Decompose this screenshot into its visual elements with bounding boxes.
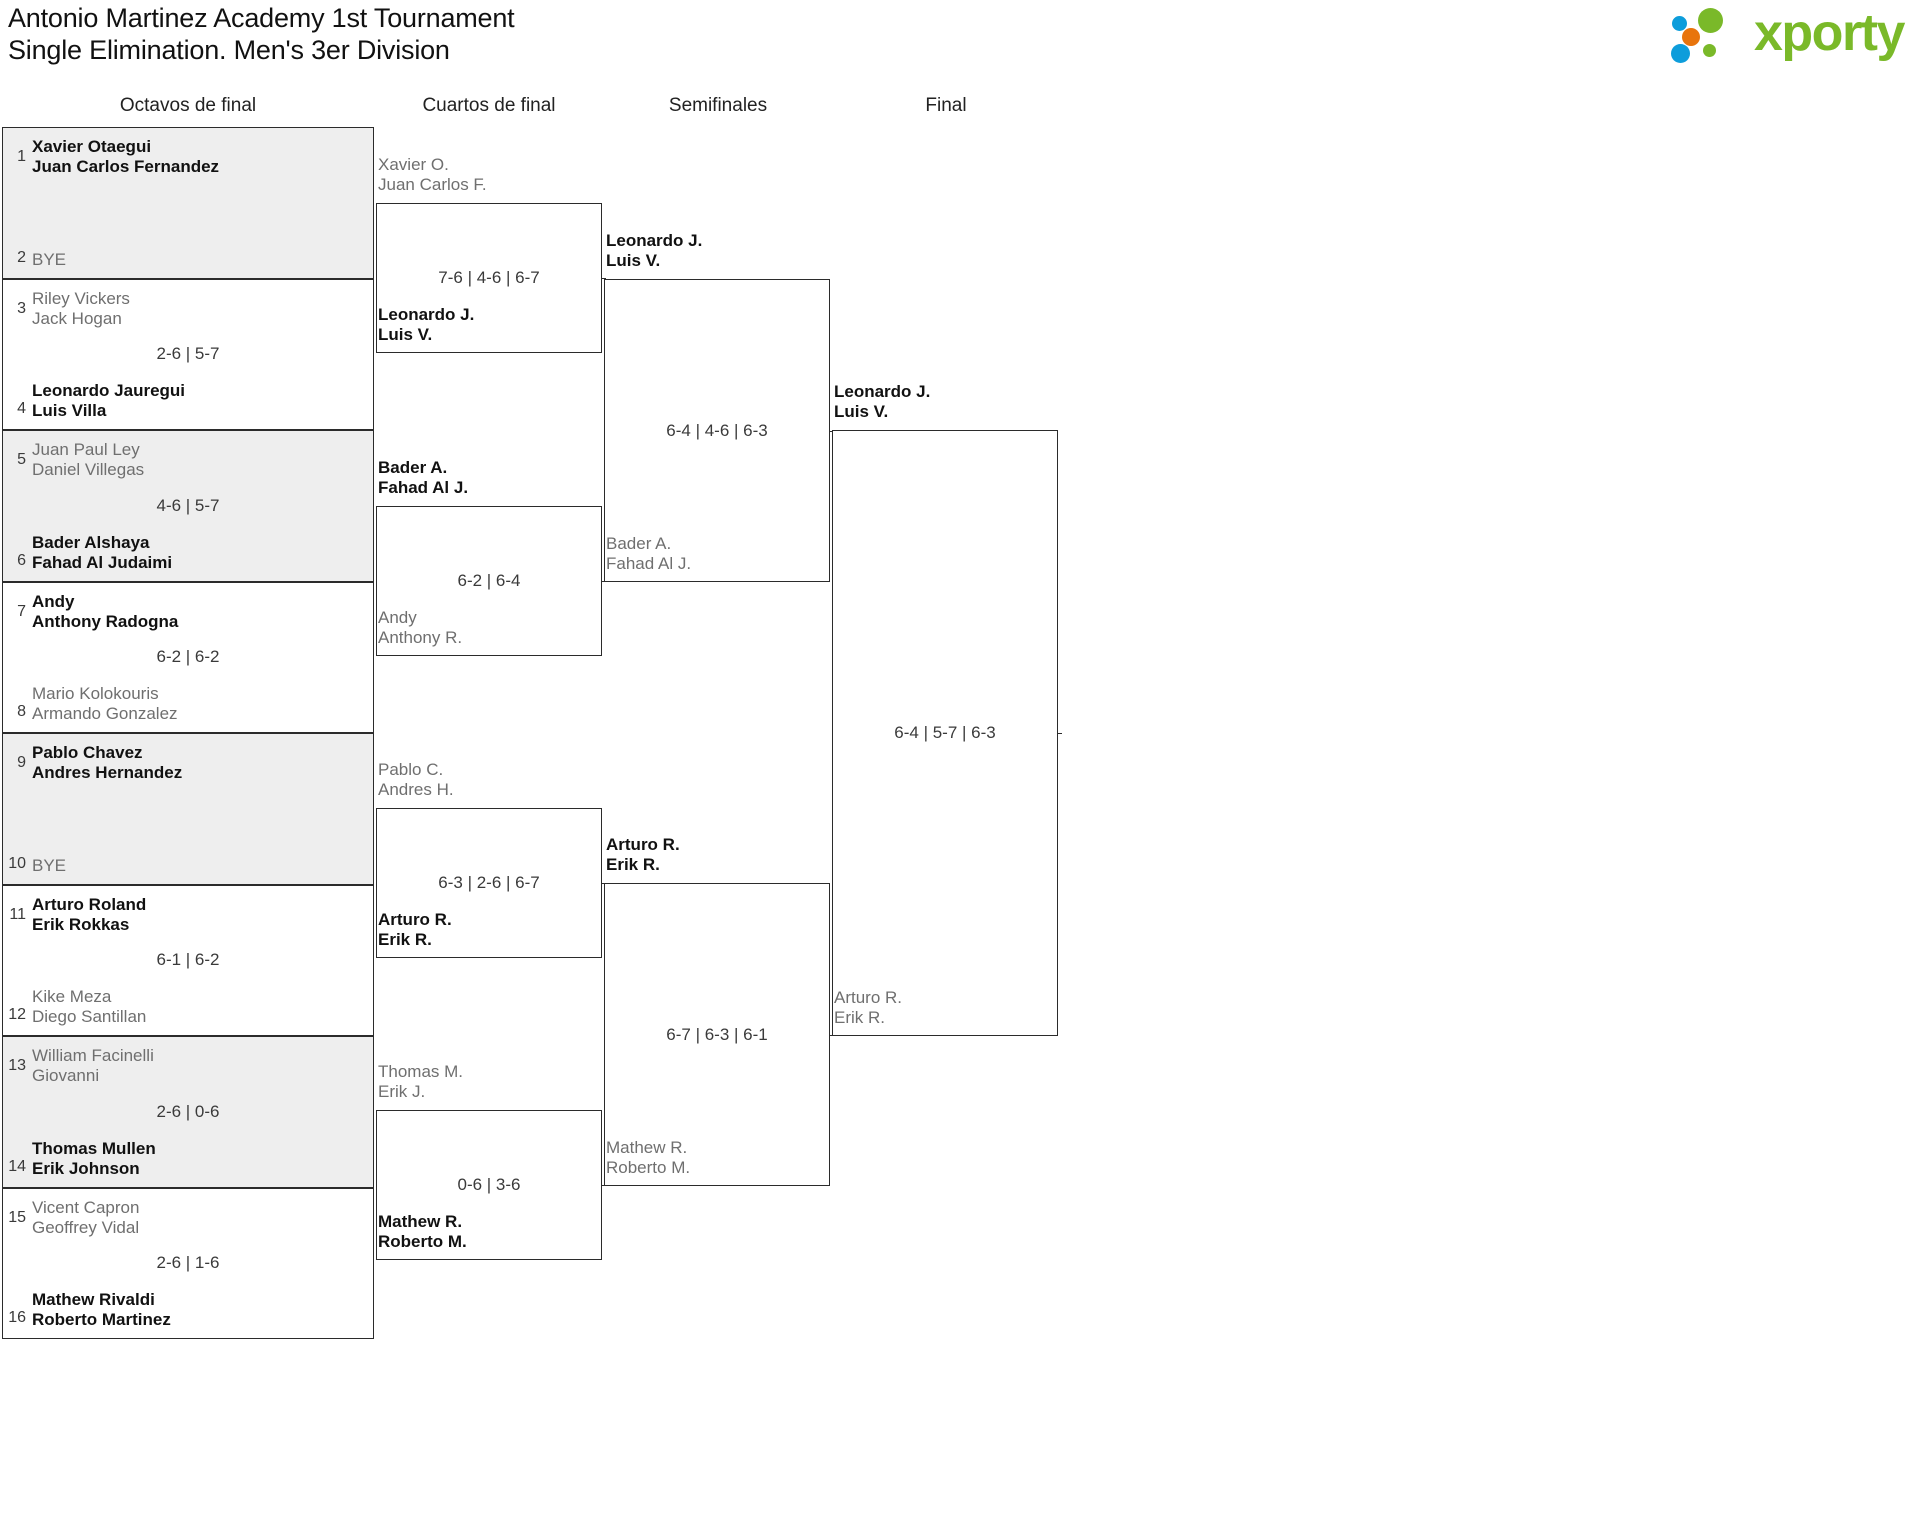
round-header-4: Final bbox=[925, 95, 967, 116]
seed-number-11: 11 bbox=[9, 905, 26, 923]
page-title: Antonio Martinez Academy 1st Tournament … bbox=[8, 2, 1208, 66]
seed-number-12: 12 bbox=[8, 1006, 26, 1023]
seed-number-6: 6 bbox=[17, 551, 26, 569]
seed-number-15: 15 bbox=[8, 1208, 26, 1226]
round3-match-2-team-bottom[interactable]: Mathew R.Roberto M. bbox=[606, 1138, 691, 1177]
seed-number-16: 16 bbox=[8, 1309, 26, 1326]
round1-match-6[interactable] bbox=[2, 884, 374, 1036]
round1-match-8-score: 2-6 | 1-6 bbox=[156, 1253, 220, 1273]
round2-connector-1 bbox=[602, 278, 606, 279]
xporty-logo: xporty bbox=[1670, 4, 1908, 64]
round1-match-7[interactable] bbox=[2, 1036, 374, 1188]
round3-match-1-team-top[interactable]: Leonardo J.Luis V. bbox=[606, 231, 703, 270]
seed-number-2: 2 bbox=[17, 248, 26, 266]
round4-match-1[interactable] bbox=[832, 430, 1058, 1036]
round3-match-1-score: 6-4 | 4-6 | 6-3 bbox=[666, 420, 768, 440]
round4-match-1-team-top[interactable]: Leonardo J.Luis V. bbox=[834, 382, 931, 421]
round1-match-4[interactable] bbox=[2, 581, 374, 733]
round2-match-1-team-bottom[interactable]: Leonardo J.Luis V. bbox=[378, 305, 475, 344]
round2-match-4-score: 0-6 | 3-6 bbox=[457, 1175, 521, 1194]
round3-match-1[interactable] bbox=[604, 279, 830, 582]
seed-number-5: 5 bbox=[17, 451, 26, 468]
seed-number-13: 13 bbox=[8, 1057, 26, 1074]
seed-number-8: 8 bbox=[17, 703, 26, 720]
round4-connector-1 bbox=[1058, 733, 1062, 734]
round2-match-1[interactable] bbox=[376, 203, 602, 353]
round2-match-3[interactable] bbox=[376, 808, 602, 958]
round2-match-2-score: 6-2 | 6-4 bbox=[457, 571, 521, 590]
seed-number-9: 9 bbox=[17, 754, 26, 771]
round2-match-2[interactable] bbox=[376, 506, 602, 656]
round2-match-3-team-top[interactable]: Pablo C.Andres H. bbox=[378, 760, 454, 799]
round1-match-5[interactable] bbox=[2, 733, 374, 885]
tournament-subtitle: Single Elimination. Men's 3er Division bbox=[8, 35, 450, 65]
round2-match-2-team-top[interactable]: Bader A.Fahad Al J. bbox=[378, 458, 469, 497]
round3-match-1-team-bottom[interactable]: Bader A.Fahad Al J. bbox=[606, 534, 692, 573]
round4-match-1-score: 6-4 | 5-7 | 6-3 bbox=[894, 723, 996, 742]
round4-match-1-team-bottom[interactable]: Arturo R.Erik R. bbox=[834, 988, 903, 1027]
round2-match-4-team-top[interactable]: Thomas M.Erik J. bbox=[378, 1062, 464, 1101]
round1-match-5-bye-label: BYE bbox=[32, 855, 67, 875]
round1-match-2-score: 2-6 | 5-7 bbox=[156, 344, 220, 364]
round2-match-3-team-bottom[interactable]: Arturo R.Erik R. bbox=[378, 910, 452, 949]
round1-match-8[interactable] bbox=[2, 1187, 374, 1339]
logo-dot-green-small-icon bbox=[1703, 44, 1716, 57]
round1-match-1[interactable] bbox=[2, 127, 374, 279]
seed-number-7: 7 bbox=[17, 602, 26, 620]
round1-match-7-score: 2-6 | 0-6 bbox=[156, 1101, 220, 1121]
round1-match-4-score: 6-2 | 6-2 bbox=[156, 647, 220, 667]
round2-match-1-score: 7-6 | 4-6 | 6-7 bbox=[438, 268, 540, 287]
round-header-1: Octavos de final bbox=[119, 95, 257, 116]
logo-dot-green-large-icon bbox=[1698, 8, 1723, 33]
seed-number-1: 1 bbox=[17, 148, 26, 165]
round2-match-1-team-top[interactable]: Xavier O.Juan Carlos F. bbox=[378, 155, 487, 194]
round-header-3: Semifinales bbox=[668, 95, 768, 116]
seed-number-14: 14 bbox=[8, 1157, 26, 1175]
round-header-2: Cuartos de final bbox=[422, 95, 556, 116]
logo-wordmark: xporty bbox=[1754, 4, 1905, 62]
round3-match-2[interactable] bbox=[604, 883, 830, 1186]
round2-match-4-team-bottom[interactable]: Mathew R.Roberto M. bbox=[378, 1212, 467, 1251]
logo-dot-blue-large-icon bbox=[1671, 44, 1690, 63]
round1-match-3-score: 4-6 | 5-7 bbox=[156, 495, 220, 515]
round1-match-1-bye-label: BYE bbox=[32, 249, 67, 269]
round1-match-6-score: 6-1 | 6-2 bbox=[156, 950, 220, 970]
tournament-name: Antonio Martinez Academy 1st Tournament bbox=[8, 3, 515, 33]
round1-match-3[interactable] bbox=[2, 430, 374, 582]
seed-number-4: 4 bbox=[17, 400, 26, 417]
round2-match-4[interactable] bbox=[376, 1110, 602, 1260]
round1-match-2[interactable] bbox=[2, 278, 374, 430]
round2-match-3-score: 6-3 | 2-6 | 6-7 bbox=[438, 873, 540, 892]
logo-dot-blue-small-icon bbox=[1672, 16, 1687, 31]
seed-number-10: 10 bbox=[8, 854, 26, 872]
seed-number-3: 3 bbox=[17, 299, 26, 317]
round3-match-2-team-top[interactable]: Arturo R.Erik R. bbox=[606, 835, 680, 874]
logo-dot-orange-icon bbox=[1682, 28, 1700, 46]
round3-match-2-score: 6-7 | 6-3 | 6-1 bbox=[666, 1024, 768, 1044]
